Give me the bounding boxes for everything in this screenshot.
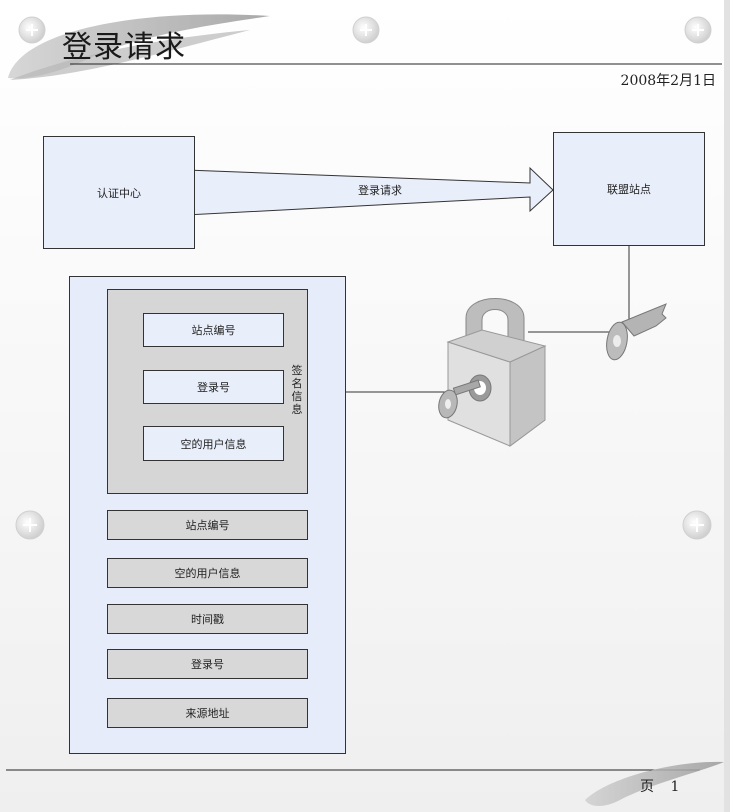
message-item: 空的用户信息 <box>107 558 308 588</box>
signature-label: 签名信息 <box>291 364 303 416</box>
key-icon <box>606 303 667 361</box>
footer-swoosh <box>585 761 724 806</box>
arrow-label: 登录请求 <box>358 184 402 197</box>
signed-item: 登录号 <box>143 370 284 404</box>
auth-center-box: 认证中心 <box>43 136 195 249</box>
key-icon <box>438 379 481 419</box>
page-title: 登录请求 <box>62 30 186 65</box>
signed-item: 站点编号 <box>143 313 284 347</box>
message-item: 登录号 <box>107 649 308 679</box>
plus-circle-icon <box>682 510 712 540</box>
partner-site-box: 联盟站点 <box>553 132 705 246</box>
signed-item: 空的用户信息 <box>143 426 284 461</box>
plus-circle-icon <box>15 510 45 540</box>
message-item: 时间戳 <box>107 604 308 634</box>
padlock-icon <box>446 298 547 447</box>
page-date: 2008年2月1日 <box>620 73 716 89</box>
message-item: 站点编号 <box>107 510 308 540</box>
plus-circle-icon <box>684 16 712 44</box>
page-number: 页 1 <box>640 779 686 795</box>
plus-circle-icon <box>352 16 380 44</box>
message-item: 来源地址 <box>107 698 308 728</box>
plus-circle-icon <box>18 16 46 44</box>
